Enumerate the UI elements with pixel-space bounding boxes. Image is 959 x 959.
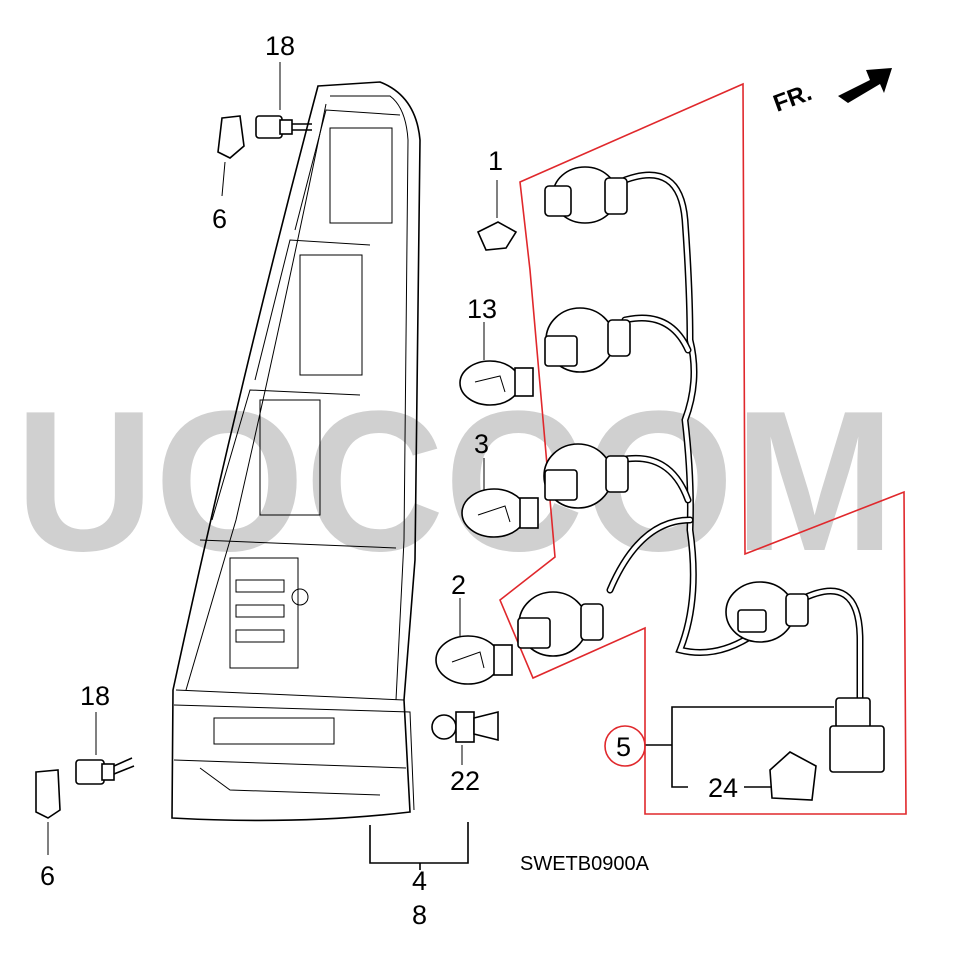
callout-5: 5 (616, 732, 631, 762)
socket-2 (544, 307, 631, 373)
harness-kit-outline (499, 82, 907, 815)
arrow-icon (838, 68, 892, 103)
watermark-text: UOCCOM (15, 370, 895, 593)
front-direction-arrow: FR. (770, 68, 892, 118)
socket-1 (544, 166, 628, 224)
socket-3 (543, 443, 629, 509)
screw-18-top (255, 62, 312, 139)
clip-6-top (217, 115, 245, 197)
callout-22: 22 (450, 766, 480, 796)
bulb-13 (459, 322, 534, 406)
clip-22 (431, 710, 499, 765)
tail-light-assembly (171, 81, 421, 822)
diagram-code: SWETB0900A (520, 853, 650, 875)
bulb-2 (435, 598, 513, 685)
callout-18-bottom: 18 (80, 681, 110, 711)
bulb-1 (476, 180, 518, 251)
callout-bracket-4-8 (369, 822, 469, 864)
callout-6-bottom: 6 (40, 861, 55, 891)
clip-24 (744, 751, 817, 801)
callout-6-top: 6 (212, 204, 227, 234)
callout-1: 1 (488, 146, 503, 176)
callout-8: 8 (412, 900, 427, 930)
socket-5 (725, 581, 809, 643)
front-direction-label: FR. (770, 79, 816, 118)
wire-harness (606, 171, 864, 704)
socket-4 (517, 591, 604, 657)
callout-3: 3 (474, 429, 489, 459)
callout-2: 2 (451, 570, 466, 600)
clip-6-bottom (35, 769, 61, 855)
bulb-3 (461, 458, 539, 538)
callout-18-top: 18 (265, 31, 295, 61)
harness-connector (829, 697, 885, 773)
screw-18-bottom (75, 712, 135, 785)
callout-4: 4 (412, 866, 427, 896)
callout-5-circle (604, 725, 646, 767)
callout-24: 24 (708, 773, 738, 803)
callout-bracket-5 (671, 706, 834, 788)
callout-13: 13 (467, 294, 497, 324)
